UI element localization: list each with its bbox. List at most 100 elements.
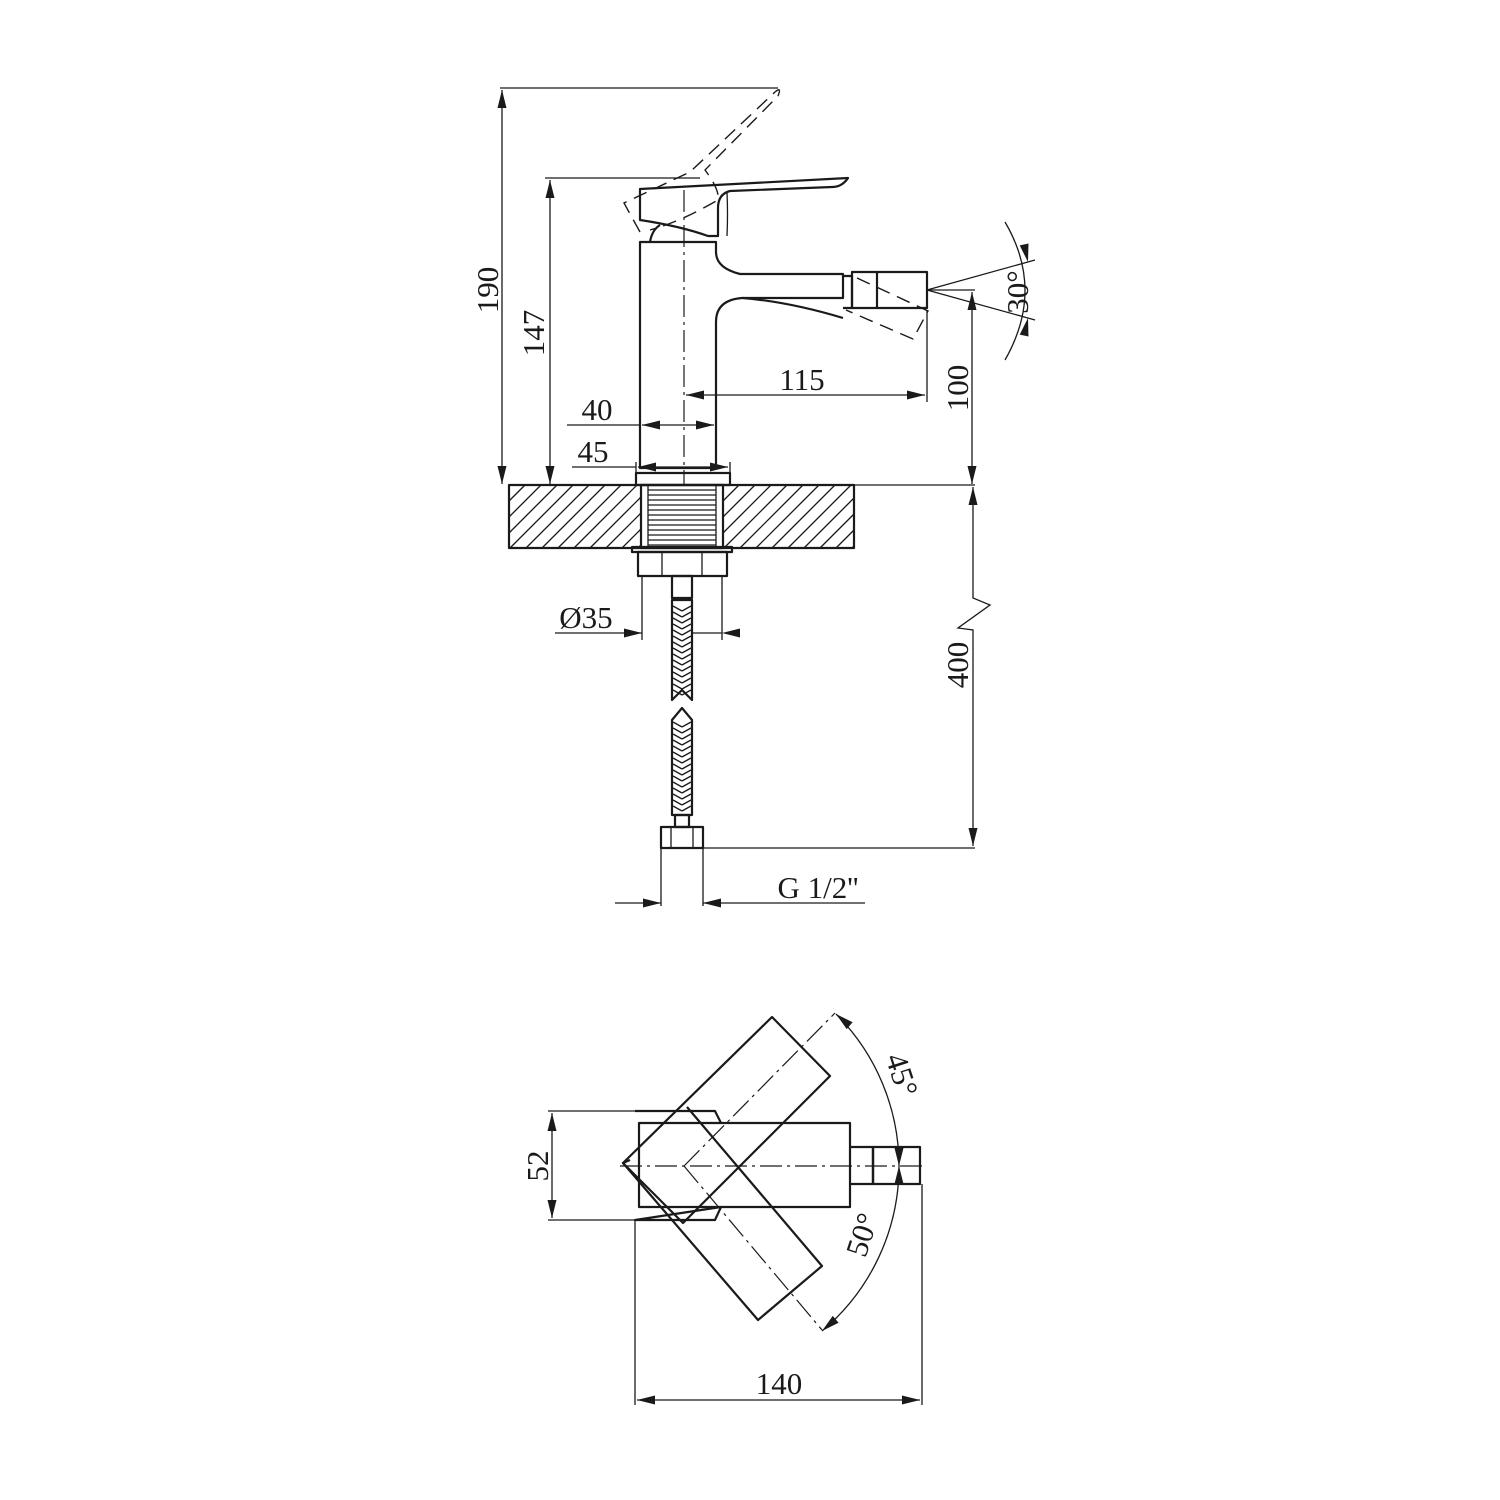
spout-underside	[742, 296, 844, 320]
braid	[681, 605, 692, 612]
braid	[672, 677, 683, 684]
hatch-line	[573, 484, 638, 549]
dim-52-arrow	[547, 1200, 557, 1218]
arrow-50	[894, 1148, 904, 1166]
hatch-line	[525, 484, 590, 549]
braid	[672, 653, 683, 660]
arrow-400	[968, 828, 978, 846]
hatch-line	[509, 484, 574, 549]
braid	[672, 757, 683, 764]
braid	[672, 781, 683, 788]
dim-400-label: 400	[940, 642, 975, 689]
dim-190-arrow	[497, 466, 507, 484]
braid	[681, 653, 692, 660]
hatch-line	[835, 529, 855, 549]
braid	[672, 683, 683, 690]
braid	[681, 689, 692, 696]
aerator-connector	[843, 274, 854, 310]
hatch-line	[722, 484, 740, 502]
dim-52-arrow	[547, 1113, 557, 1131]
angle-ray	[926, 289, 1036, 321]
braid	[681, 647, 692, 654]
braid	[681, 769, 692, 776]
braid	[681, 671, 692, 678]
mount-nut	[636, 550, 729, 578]
dim-g-half-inch-label: G 1/2''	[778, 870, 859, 905]
dim-diameter-35-label: Ø35	[559, 600, 612, 635]
braid	[681, 757, 692, 764]
braid	[672, 733, 683, 740]
braid	[681, 721, 692, 728]
dim-140-label: 140	[756, 1366, 803, 1401]
dim-190-label: 190	[470, 267, 505, 314]
drawing-geometry	[497, 87, 1036, 1405]
dim-45-arrow	[638, 462, 656, 472]
dim-45-label: 45	[578, 434, 609, 469]
hatch-line	[508, 484, 542, 518]
braid	[672, 665, 683, 672]
hatch-line	[771, 484, 836, 549]
hatch-line	[722, 484, 756, 518]
dim-100-arrow	[967, 466, 977, 484]
arrow-50	[822, 1315, 839, 1331]
dim-147-arrow	[545, 180, 555, 198]
lever-rotated-right	[621, 1106, 824, 1322]
braid	[672, 635, 683, 642]
braid	[672, 659, 683, 666]
body-top	[637, 1121, 852, 1209]
braid	[672, 793, 683, 800]
lever-edge	[726, 191, 729, 237]
braid	[672, 799, 683, 806]
hatch-line	[723, 484, 788, 549]
dim-115-arrow	[686, 390, 704, 400]
lever-rotated-left	[621, 1015, 832, 1225]
hatch-line	[819, 513, 855, 549]
body	[638, 240, 845, 470]
dim-30deg-label: 30°	[1000, 270, 1035, 313]
dim-115-label: 115	[779, 362, 824, 397]
braid	[681, 739, 692, 746]
dim-40-arrow	[642, 420, 660, 430]
braid	[681, 745, 692, 752]
braid	[672, 763, 683, 770]
braid	[672, 617, 683, 624]
arrow-g	[643, 898, 661, 908]
hatch-line	[605, 512, 642, 549]
braid	[672, 751, 683, 758]
arrow-45	[894, 1166, 904, 1184]
braid	[681, 793, 692, 800]
braid	[672, 805, 683, 812]
arrow-45	[836, 1014, 853, 1030]
aerator-tilted	[845, 277, 929, 340]
dim-115-arrow	[907, 390, 925, 400]
braid	[672, 605, 683, 612]
arrow-g	[703, 898, 721, 908]
hatch-line	[787, 484, 852, 549]
braid	[681, 733, 692, 740]
hatch-line	[739, 484, 804, 549]
braid	[672, 611, 683, 618]
braid	[681, 787, 692, 794]
braid	[672, 647, 683, 654]
hatch-line	[851, 545, 855, 549]
base-plate	[633, 1109, 723, 1222]
lever-left-axis	[683, 1012, 836, 1167]
hose-nut	[659, 825, 705, 850]
braided-hose-lower	[670, 706, 694, 817]
braid	[681, 641, 692, 648]
braid	[681, 635, 692, 642]
braid	[672, 641, 683, 648]
hatch-line	[508, 484, 558, 534]
lever-raised	[623, 89, 781, 233]
angle-arc-30	[1004, 221, 1026, 361]
braid	[672, 745, 683, 752]
dim-140-arrow	[902, 1395, 920, 1405]
braid	[672, 727, 683, 734]
dim-40-arrow	[696, 420, 714, 430]
braided-hose-upper	[670, 598, 694, 702]
dim-190-arrow	[497, 90, 507, 108]
braid	[681, 677, 692, 684]
braid	[681, 683, 692, 690]
dim-100-arrow	[967, 292, 977, 310]
braid	[681, 727, 692, 734]
